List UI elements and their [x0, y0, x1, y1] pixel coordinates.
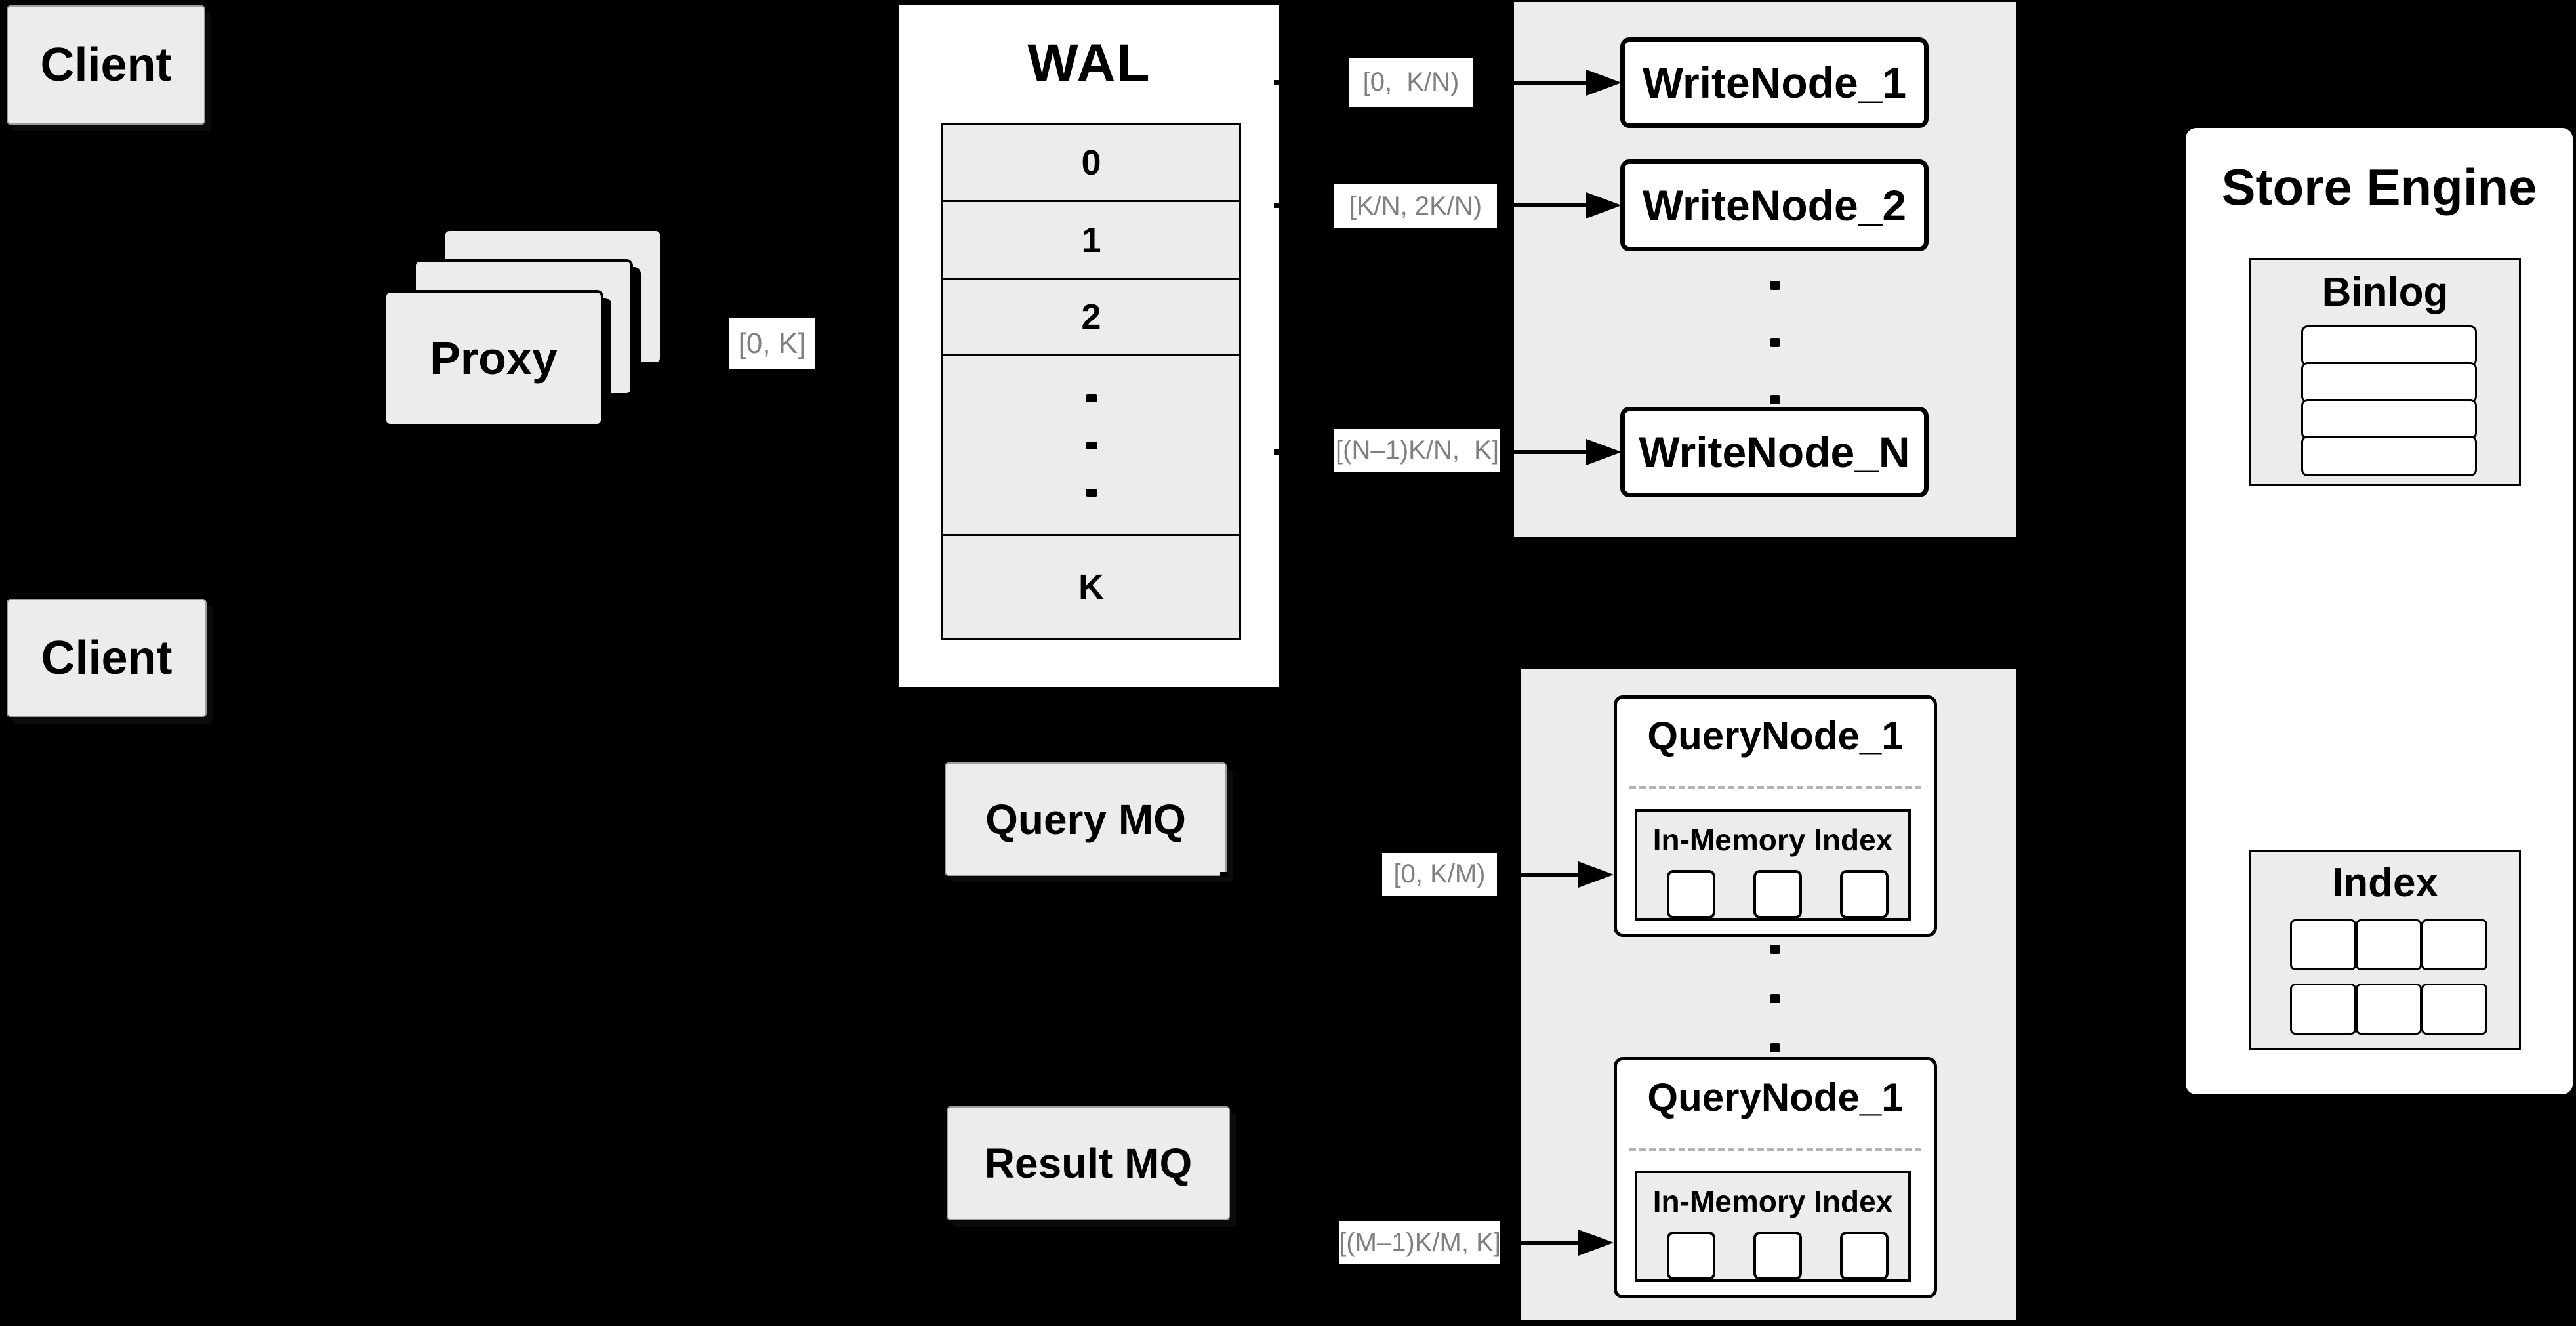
store-engine-title: Store Engine — [2221, 158, 2537, 216]
index-title: Index — [2332, 860, 2438, 905]
client-top-label: Client — [40, 39, 172, 91]
ellipsis-dot — [1770, 338, 1780, 347]
wal-row: 1 — [941, 200, 1241, 280]
index-box: Index — [2249, 850, 2521, 1050]
query-node-title-text: QueryNode_1 — [1647, 1075, 1904, 1119]
wal-row-label: 0 — [1081, 143, 1101, 182]
range-label-wal-to-noden: [(N–1)K/N, K] — [1334, 429, 1500, 472]
query-mq-box: Query MQ — [945, 762, 1227, 876]
binlog-row-bar — [2301, 325, 2477, 366]
range-label-querymq-to-top: [0, K/M) — [1382, 853, 1497, 896]
wal-row: 2 — [941, 278, 1241, 356]
wal-row-label: K — [1078, 567, 1104, 607]
memory-segment-cell — [1667, 1232, 1715, 1280]
write-node-n: WriteNode_N — [1620, 407, 1929, 497]
ellipsis-dot — [1770, 1043, 1780, 1052]
arrow-stub — [1223, 1240, 1231, 1245]
write-node-2: WriteNode_2 — [1620, 159, 1929, 251]
memory-segment-cell — [1753, 1232, 1802, 1280]
result-mq-label: Result MQ — [984, 1140, 1193, 1187]
query-node-top-title: QueryNode_1 — [1614, 712, 1937, 759]
binlog-box: Binlog — [2249, 258, 2521, 486]
arrow-stub — [1274, 80, 1282, 85]
client-box-top: Client — [7, 5, 205, 125]
result-mq-box: Result MQ — [947, 1106, 1230, 1220]
range-label-text: [(N–1)K/N, K] — [1336, 436, 1499, 465]
binlog-row-bar — [2301, 436, 2477, 476]
wal-row-label: 2 — [1081, 297, 1101, 337]
in-memory-index-box-top: In-Memory Index — [1635, 809, 1911, 921]
in-memory-index-title: In-Memory Index — [1652, 1184, 1893, 1218]
arrow-stub — [1220, 872, 1228, 877]
wal-title: WAL — [1027, 33, 1151, 93]
index-cell — [2290, 919, 2356, 970]
memory-segment-cell — [1840, 1232, 1889, 1280]
range-label-text: [(M–1)K/M, K] — [1339, 1228, 1501, 1257]
range-label-wal-to-node2: [K/N, 2K/N) — [1334, 184, 1497, 228]
wal-segment-table: 0 1 2 K — [941, 123, 1241, 640]
client-bottom-label: Client — [41, 632, 173, 684]
range-label-wal-to-node1: [0, K/N) — [1349, 58, 1473, 107]
index-cell — [2421, 919, 2487, 970]
binlog-title: Binlog — [2321, 270, 2449, 315]
arrow-stub — [1274, 449, 1282, 455]
proxy-label: Proxy — [430, 333, 558, 384]
write-node-label: WriteNode_2 — [1642, 181, 1907, 230]
query-node-top-separator — [1629, 786, 1921, 789]
memory-segment-cell — [1753, 870, 1802, 919]
query-node-title-text: QueryNode_1 — [1647, 713, 1904, 758]
ellipsis-dot — [1770, 945, 1780, 954]
range-label-text: [0, K/N) — [1362, 68, 1460, 96]
range-label-resultmq-to-bottom: [(M–1)K/M, K] — [1339, 1221, 1501, 1264]
index-cell — [2290, 984, 2356, 1035]
query-mq-label: Query MQ — [985, 795, 1186, 843]
binlog-row-bar — [2301, 362, 2477, 403]
memory-segment-cell — [1667, 870, 1715, 919]
query-node-bottom-separator — [1629, 1148, 1921, 1151]
in-memory-index-title: In-Memory Index — [1652, 823, 1893, 857]
write-node-label: WriteNode_1 — [1642, 58, 1907, 107]
write-node-1: WriteNode_1 — [1620, 37, 1929, 128]
ellipsis-dot — [1085, 488, 1097, 497]
index-cell — [2421, 984, 2487, 1035]
proxy-card-front: Proxy — [384, 290, 603, 426]
index-cell — [2356, 984, 2422, 1035]
wal-row: 0 — [941, 123, 1241, 202]
query-node-bottom-title: QueryNode_1 — [1614, 1073, 1937, 1121]
wal-row-ellipsis — [941, 354, 1241, 536]
client-box-bottom: Client — [7, 599, 207, 717]
binlog-row-bar — [2301, 399, 2477, 440]
wal-row: K — [941, 534, 1241, 640]
write-node-label: WriteNode_N — [1639, 428, 1910, 476]
ellipsis-dot — [1770, 281, 1780, 290]
range-label-text: [K/N, 2K/N) — [1349, 191, 1482, 220]
ellipsis-dot — [1770, 395, 1780, 404]
in-memory-index-box-bottom: In-Memory Index — [1635, 1171, 1911, 1282]
ellipsis-dot — [1085, 441, 1097, 449]
store-engine-box: Store Engine Binlog Index — [2186, 128, 2573, 1094]
range-label-text: [0, K/M) — [1393, 860, 1486, 888]
wal-row-label: 1 — [1081, 220, 1101, 260]
memory-segment-cell — [1840, 870, 1889, 919]
ellipsis-dot — [1085, 394, 1097, 402]
range-label-text: [0, K] — [738, 327, 806, 360]
range-label-client-to-wal: [0, K] — [729, 318, 815, 369]
ellipsis-dot — [1770, 994, 1780, 1003]
index-cell — [2356, 919, 2422, 970]
arrow-stub — [1274, 203, 1282, 208]
